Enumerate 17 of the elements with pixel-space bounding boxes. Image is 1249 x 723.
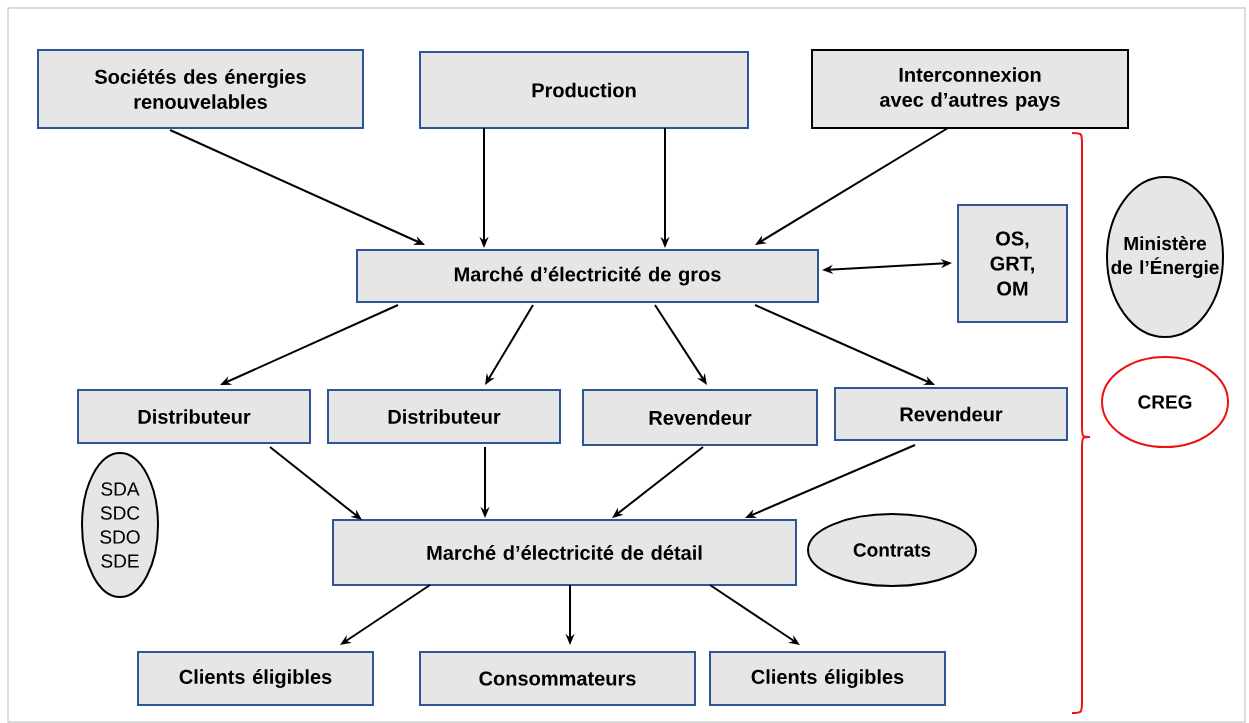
- ellipse-node: CREG: [1101, 356, 1229, 448]
- process-box: Marché d’électricité de détail: [332, 519, 797, 586]
- ellipse-node: Ministère de l’Énergie: [1106, 176, 1224, 338]
- ellipse-node: Contrats: [807, 513, 977, 587]
- process-box: Revendeur: [582, 389, 818, 446]
- process-box: OS, GRT, OM: [957, 204, 1068, 323]
- process-box: Marché d’électricité de gros: [356, 249, 819, 303]
- process-box: Distributeur: [77, 389, 311, 444]
- process-box: Revendeur: [834, 387, 1068, 441]
- process-box: Clients éligibles: [137, 651, 374, 706]
- ellipse-node: SDA SDC SDO SDE: [81, 452, 159, 598]
- process-box: Production: [419, 51, 749, 129]
- process-box: Clients éligibles: [709, 651, 946, 706]
- process-box: Distributeur: [327, 389, 561, 444]
- process-box: Sociétés des énergies renouvelables: [37, 49, 364, 129]
- process-box: Interconnexion avec d’autres pays: [811, 49, 1129, 129]
- process-box: Consommateurs: [419, 651, 696, 706]
